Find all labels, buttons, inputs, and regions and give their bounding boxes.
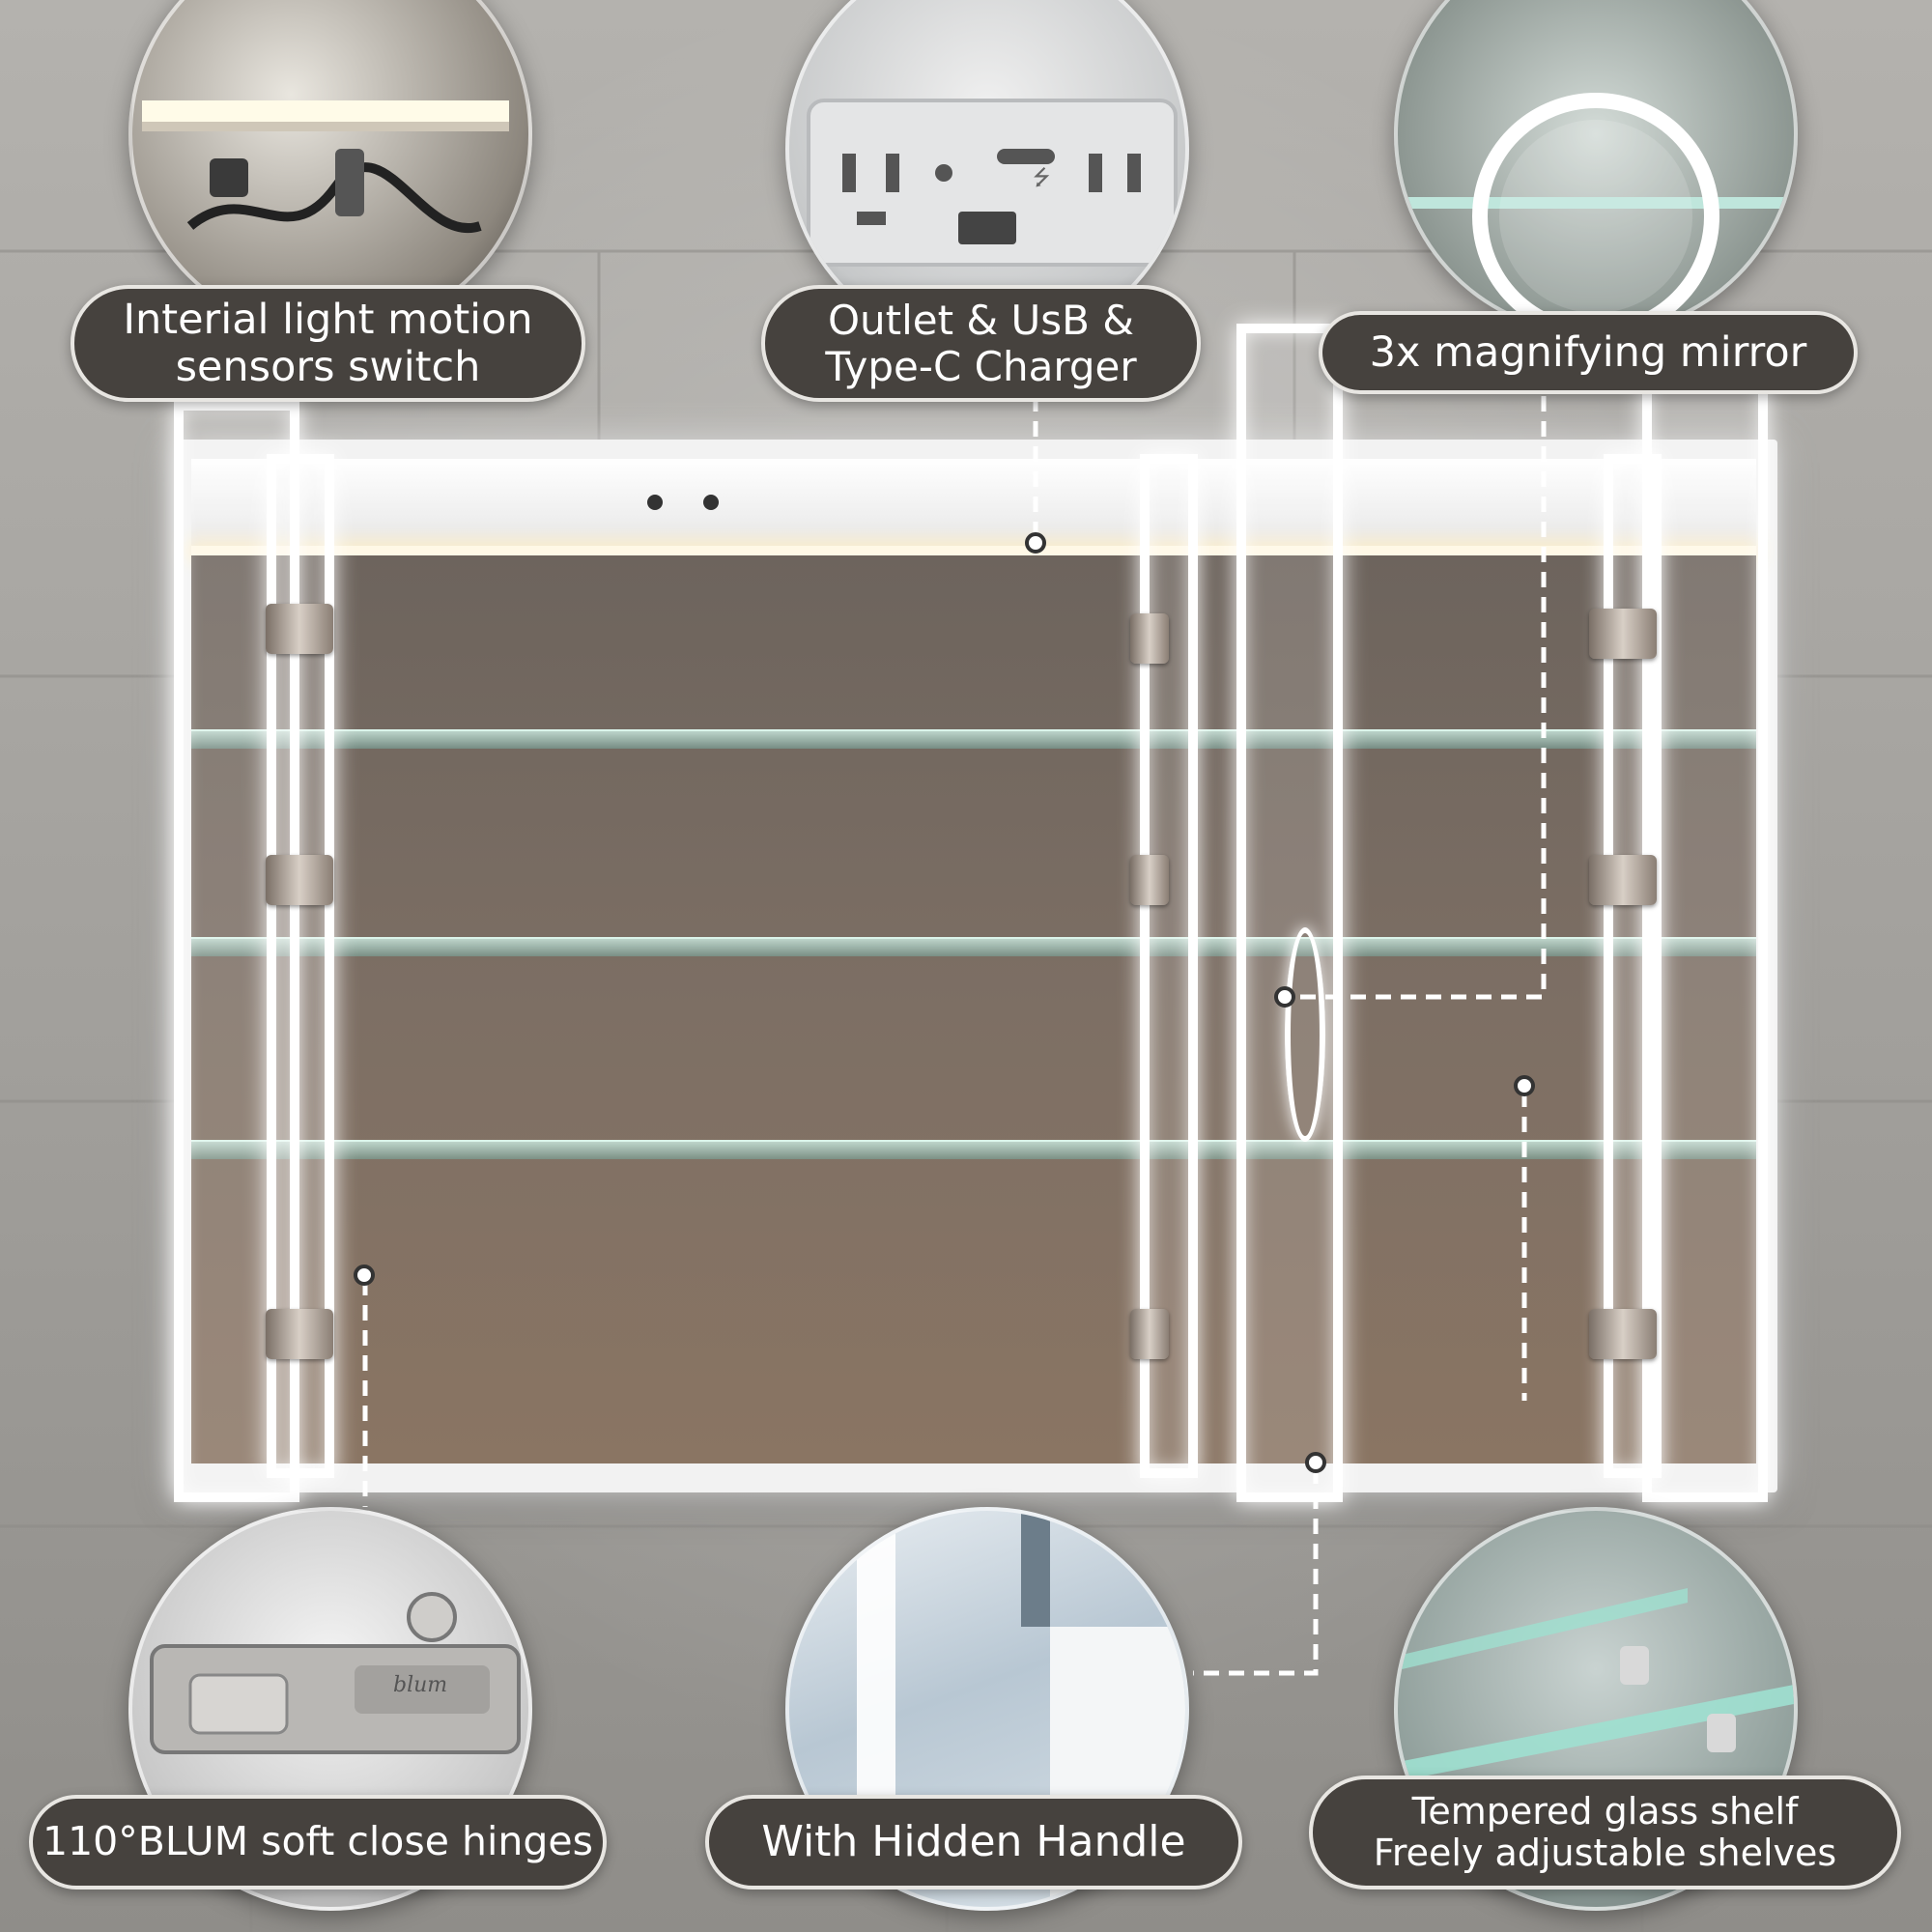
motion-sensor-illustration: [142, 100, 509, 234]
magnifier-detail-circle: [1394, 0, 1798, 336]
hinge-callout-point: [354, 1264, 375, 1286]
cabinet-interior: [191, 555, 1756, 1463]
shelf-callout-point: [1514, 1075, 1535, 1096]
interior-led-strip: [191, 546, 1756, 555]
glass-shelf-middle[interactable]: [191, 937, 1756, 956]
magnifier-callout-point: [1274, 986, 1295, 1008]
motion-sensor-label-line1: Interial light motion: [123, 296, 533, 345]
door-magnifier-ring[interactable]: [1285, 927, 1325, 1142]
magnifier-label-text: 3x magnifying mirror: [1369, 327, 1807, 377]
handle-callout-point: [1305, 1452, 1326, 1473]
hinge: [1130, 613, 1169, 664]
hinge: [266, 1309, 333, 1359]
shelf-label-line2: Freely adjustable shelves: [1373, 1832, 1837, 1874]
hinge: [1589, 855, 1657, 905]
motion-sensor-label-line2: sensors switch: [175, 342, 481, 391]
motion-sensor-detail-circle: [128, 0, 532, 336]
hinges-label: 110°BLUM soft close hinges: [29, 1795, 607, 1889]
outlet-label: Outlet & UsB & Type-C Charger: [761, 285, 1201, 402]
hinge: [1130, 855, 1169, 905]
hinge: [266, 604, 333, 654]
sensor-dot-right: [703, 495, 719, 510]
outlet-label-line2: Type-C Charger: [825, 342, 1137, 390]
blum-hinge-illustration: [150, 1592, 521, 1754]
outlet-callout-point: [1025, 532, 1046, 554]
shelf-label: Tempered glass shelf Freely adjustable s…: [1309, 1776, 1901, 1889]
handle-label: With Hidden Handle: [705, 1795, 1242, 1889]
right-door-open[interactable]: [1642, 362, 1768, 1502]
center-door-open[interactable]: [1236, 324, 1343, 1502]
outlet-illustration: [807, 99, 1178, 267]
glass-shelf-bottom[interactable]: [191, 1140, 1756, 1159]
cabinet-top-panel: [191, 459, 1756, 546]
magnifier-label: 3x magnifying mirror: [1319, 311, 1858, 394]
handle-label-text: With Hidden Handle: [761, 1817, 1186, 1867]
hinge: [1130, 1309, 1169, 1359]
magnifier-illustration: [1407, 93, 1784, 332]
outlet-label-line1: Outlet & UsB &: [827, 297, 1135, 345]
medicine-cabinet: [174, 324, 1777, 1502]
glass-shelf-illustration: [1398, 1588, 1794, 1781]
hinge: [1589, 1309, 1657, 1359]
hinge: [266, 855, 333, 905]
glass-shelf-top[interactable]: [191, 729, 1756, 749]
motion-sensor-label: Interial light motion sensors switch: [71, 285, 585, 402]
sensor-dot-left: [647, 495, 663, 510]
hinge: [1589, 609, 1657, 659]
hinges-label-text: 110°BLUM soft close hinges: [43, 1818, 593, 1865]
usb-symbol: ⭍: [1033, 166, 1051, 190]
shelf-label-line1: Tempered glass shelf: [1411, 1790, 1799, 1833]
hinge-brand-text: blum: [393, 1673, 448, 1697]
